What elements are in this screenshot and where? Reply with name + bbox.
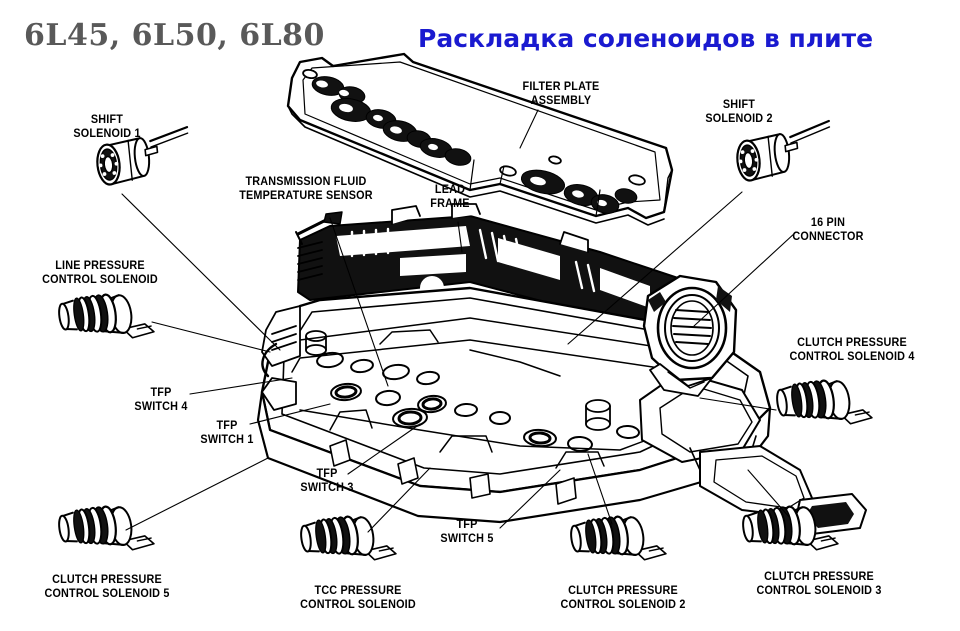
label-pin-connector-line1: 16 PIN [810, 217, 846, 229]
label-tfp-switch-1-line2: SWITCH 1 [200, 434, 254, 446]
clutch-pressure-control-solenoid-4-art [774, 373, 874, 435]
label-shift-solenoid-1-line2: SOLENOID 1 [73, 128, 141, 140]
label-clutch-5-line1: CLUTCH PRESSURE [52, 574, 162, 586]
label-tcc-pressure-line2: CONTROL SOLENOID [300, 599, 416, 611]
label-tft-sensor-line1: TRANSMISSION FLUID [245, 176, 367, 188]
shift-solenoid-2-art [734, 119, 831, 183]
label-tfp-switch-4: TFP SWITCH 4 [124, 386, 197, 414]
label-tfp-switch-4-line2: SWITCH 4 [134, 401, 188, 413]
label-clutch-pressure-control-solenoid-2: CLUTCH PRESSURE CONTROL SOLENOID 2 [536, 584, 711, 612]
page-title-model: 6L45, 6L50, 6L80 [24, 18, 325, 53]
label-filter-plate-line1: FILTER PLATE [522, 81, 600, 93]
tft-sensor-art [295, 211, 343, 245]
label-shift-solenoid-1: SHIFT SOLENOID 1 [55, 113, 158, 141]
label-clutch-pressure-control-solenoid-5: CLUTCH PRESSURE CONTROL SOLENOID 5 [20, 573, 195, 601]
label-transmission-fluid-temperature-sensor: TRANSMISSION FLUID TEMPERATURE SENSOR [227, 175, 385, 203]
label-clutch-4-line2: CONTROL SOLENOID 4 [789, 351, 915, 363]
label-clutch-pressure-control-solenoid-4: CLUTCH PRESSURE CONTROL SOLENOID 4 [764, 336, 941, 364]
label-filter-plate-line2: ASSEMBLY [530, 95, 592, 107]
valve-body-art [256, 203, 867, 535]
label-clutch-2-line1: CLUTCH PRESSURE [568, 585, 678, 597]
page-title-russian: Раскладка соленоидов в плите [418, 24, 874, 53]
label-lead-frame-line1: LEAD [434, 184, 466, 196]
shift-solenoid-1-art [94, 126, 189, 187]
label-clutch-3-line2: CONTROL SOLENOID 3 [756, 585, 882, 597]
label-tfp-switch-1-line1: TFP [216, 420, 238, 432]
leader-lines [121, 109, 797, 533]
pin-connector-art [642, 274, 738, 397]
clutch-pressure-control-solenoid-5-art [56, 499, 156, 561]
label-tfp-switch-3-line2: SWITCH 3 [300, 482, 354, 494]
label-tfp-switch-4-line1: TFP [150, 387, 172, 399]
valve-body-left-end-art [261, 305, 301, 411]
label-tfp-switch-5-line2: SWITCH 5 [440, 533, 494, 545]
label-lead-frame-line2: FRAME [430, 198, 470, 210]
filter-plate-assembly-art [286, 52, 674, 226]
label-16-pin-connector: 16 PIN CONNECTOR [770, 216, 887, 244]
label-shift-solenoid-2: SHIFT SOLENOID 2 [687, 98, 790, 126]
label-shift-solenoid-2-line2: SOLENOID 2 [705, 113, 773, 125]
label-line-pressure-line2: CONTROL SOLENOID [42, 274, 158, 286]
label-clutch-pressure-control-solenoid-3: CLUTCH PRESSURE CONTROL SOLENOID 3 [732, 570, 907, 598]
label-pin-connector-line2: CONNECTOR [792, 231, 864, 243]
label-tfp-switch-5-line1: TFP [456, 519, 478, 531]
label-line-pressure-control-solenoid: LINE PRESSURE CONTROL SOLENOID [25, 259, 175, 287]
label-shift-solenoid-2-line1: SHIFT [722, 99, 756, 111]
line-pressure-control-solenoid-art [56, 287, 156, 349]
label-tfp-switch-1: TFP SWITCH 1 [190, 419, 263, 447]
label-clutch-4-line1: CLUTCH PRESSURE [797, 337, 907, 349]
label-tfp-switch-3-line1: TFP [316, 468, 338, 480]
label-shift-solenoid-1-line1: SHIFT [90, 114, 124, 126]
label-tcc-pressure-control-solenoid: TCC PRESSURE CONTROL SOLENOID [277, 584, 439, 612]
label-tfp-switch-5: TFP SWITCH 5 [430, 518, 503, 546]
label-clutch-3-line1: CLUTCH PRESSURE [764, 571, 874, 583]
label-clutch-2-line2: CONTROL SOLENOID 2 [560, 599, 686, 611]
label-tft-sensor-line2: TEMPERATURE SENSOR [239, 190, 373, 202]
label-tfp-switch-3: TFP SWITCH 3 [290, 467, 363, 495]
tcc-pressure-control-solenoid-art [298, 509, 398, 571]
label-filter-plate-assembly: FILTER PLATE ASSEMBLY [498, 80, 624, 108]
label-lead-frame: LEAD FRAME [407, 183, 493, 211]
clutch-pressure-control-solenoid-2-art [568, 509, 668, 571]
label-tcc-pressure-line1: TCC PRESSURE [314, 585, 402, 597]
label-line-pressure-line1: LINE PRESSURE [55, 260, 145, 272]
label-clutch-5-line2: CONTROL SOLENOID 5 [44, 588, 170, 600]
